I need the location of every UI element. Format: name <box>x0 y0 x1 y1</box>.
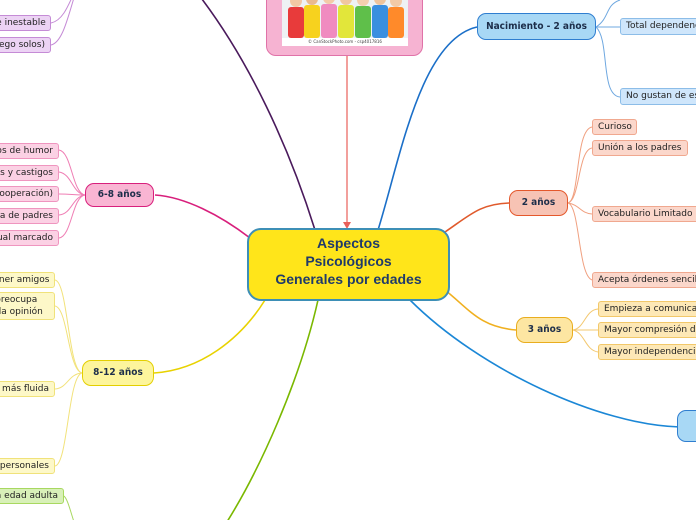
seis-item-premios[interactable]: Premios y castigos <box>0 165 59 181</box>
seis-item-juego[interactable]: Juego (cooperación) <box>0 186 59 202</box>
dos-item-vocabulario[interactable]: Vocabulario Limitado <box>592 206 696 222</box>
branch-2-anos-label: 2 años <box>522 197 555 208</box>
dos-item-acepta[interactable]: Acepta órdenes sencillas <box>592 272 696 288</box>
topleft-item-juego-solos[interactable]: (Juego solos) <box>0 37 51 53</box>
branch-right-partial[interactable] <box>677 410 696 442</box>
dos-item-curioso[interactable]: Curioso <box>592 119 637 135</box>
central-topic-line-1: Aspectos <box>249 234 448 252</box>
seis-item-padres[interactable]: Influencia de padres <box>0 208 59 224</box>
tres-item-independencia[interactable]: Mayor independencia <box>598 344 696 360</box>
branch-6-8-anos[interactable]: 6-8 años <box>85 183 154 207</box>
ocho-item-amigos[interactable]: Necesidad de tener amigos <box>0 272 55 288</box>
branch-8-12-anos-label: 8-12 años <box>93 367 143 378</box>
central-topic-line-3: Generales por edades <box>249 270 448 288</box>
children-illustration-icon <box>282 0 408 38</box>
branch-3-anos-label: 3 años <box>528 324 561 335</box>
ocho-item-comunicacion[interactable]: Comunicación más fluida <box>0 381 55 397</box>
central-topic[interactable]: Aspectos Psicológicos Generales por edad… <box>247 228 450 301</box>
photo-caption: © CanStockPhoto.com - csp4017816 <box>282 38 408 46</box>
branch-3-anos[interactable]: 3 años <box>516 317 573 343</box>
seis-item-humor[interactable]: Cambios de humor <box>0 143 59 159</box>
children-photo: © CanStockPhoto.com - csp4017816 <box>266 0 423 56</box>
tres-item-compresion[interactable]: Mayor compresión de ideas <box>598 322 696 338</box>
ocho-item-valores[interactable]: Valores personales <box>0 458 55 474</box>
branch-2-anos[interactable]: 2 años <box>509 190 568 216</box>
tres-item-comunicarse[interactable]: Empieza a comunicarse <box>598 301 696 317</box>
ocho-item-opinion[interactable]: Se preocupa por la opinión de la gente <box>0 292 55 320</box>
dos-item-union[interactable]: Unión a los padres <box>592 140 688 156</box>
nacimiento-item-dependencia[interactable]: Total dependencia <box>620 18 696 35</box>
branch-6-8-anos-label: 6-8 años <box>98 189 141 200</box>
central-topic-line-2: Psicológicos <box>249 252 448 270</box>
branch-nacimiento-label: Nacimiento - 2 años <box>486 21 587 32</box>
seis-item-sexual[interactable]: Desarrollo sexual marcado <box>0 230 59 246</box>
photo-image <box>282 0 408 38</box>
bottomleft-item-edad-adulta[interactable]: Se prepara para la edad adulta <box>0 488 64 504</box>
topleft-item-inestable[interactable]: Emocionalmente inestable <box>0 15 51 31</box>
branch-8-12-anos[interactable]: 8-12 años <box>82 360 154 386</box>
branch-nacimiento[interactable]: Nacimiento - 2 años <box>477 13 596 40</box>
nacimiento-item-solos[interactable]: No gustan de estar solos <box>620 88 696 105</box>
